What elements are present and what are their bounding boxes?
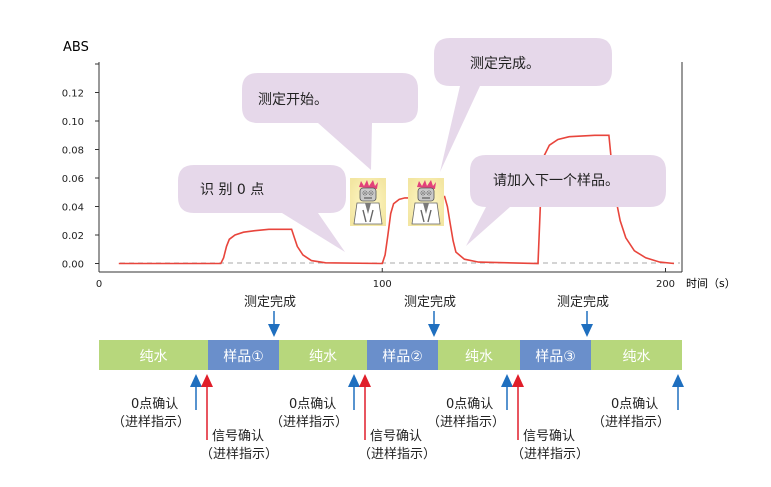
zero-confirm-line2: （进样指示） xyxy=(112,415,190,430)
signal-confirm-line2: （进样指示） xyxy=(200,447,278,462)
signal-confirm-note-1: 信号确认 （进样指示） xyxy=(200,429,278,462)
x-axis-title: 时间（s） xyxy=(686,277,736,290)
zero-confirm-note-2: 0点确认 （进样指示） xyxy=(270,397,348,430)
signal-confirm-arrow-3 xyxy=(512,374,524,440)
y-tick-label: 0.12 xyxy=(62,89,84,100)
bubble-zero: 识 别 0 点 xyxy=(178,165,346,252)
zero-confirm-line1: 0点确认 xyxy=(289,397,336,412)
y-axis-title: ABS xyxy=(63,40,89,55)
y-tick-label: 0.08 xyxy=(62,146,84,157)
timeline-segment-label: 纯水 xyxy=(465,349,493,365)
zero-confirm-line2: （进样指示） xyxy=(427,415,505,430)
up-arrow-icon xyxy=(359,374,371,387)
y-ticks: 0.00 0.02 0.04 0.06 0.08 0.10 0.12 xyxy=(62,63,99,271)
up-arrow-icon xyxy=(512,374,524,387)
zero-confirm-line2: （进样指示） xyxy=(270,415,348,430)
timeline-segment-water xyxy=(438,340,520,370)
bubble-done-text: 测定完成。 xyxy=(470,56,540,72)
character-illustration-2 xyxy=(408,178,444,226)
down-arrow-icon xyxy=(428,324,440,337)
y-tick-label: 0.04 xyxy=(62,203,84,214)
measure-done-label-3: 测定完成 xyxy=(557,295,609,310)
up-arrow-icon xyxy=(348,374,360,387)
zero-confirm-line2: （进样指示） xyxy=(592,415,670,430)
bubble-start: 测定开始。 xyxy=(242,73,418,170)
bubble-next-text: 请加入下一个样品。 xyxy=(493,173,619,189)
zero-confirm-line1: 0点确认 xyxy=(611,397,658,412)
y-tick-label: 0.10 xyxy=(62,117,84,128)
up-arrow-icon xyxy=(501,374,513,387)
measure-done-marker-1: 测定完成 xyxy=(244,295,296,337)
zero-confirm-note-4: 0点确认 （进样指示） xyxy=(592,397,670,430)
up-arrow-icon xyxy=(201,374,213,387)
timeline-segment-label: 样品② xyxy=(382,349,423,365)
up-arrow-icon xyxy=(672,374,684,387)
timeline-bar: 纯水 样品① 纯水 样品② 纯水 样品③ 纯水 xyxy=(99,340,682,370)
signal-confirm-arrow-1 xyxy=(201,374,213,440)
timeline-segment-sample xyxy=(520,340,591,370)
measure-done-label-1: 测定完成 xyxy=(244,295,296,310)
x-tick-label: 200 xyxy=(656,279,675,290)
up-arrow-icon xyxy=(190,374,202,387)
x-tick-label: 100 xyxy=(373,279,392,290)
y-tick-label: 0.00 xyxy=(62,260,84,271)
timeline-segment-sample xyxy=(367,340,438,370)
bubble-zero-text: 识 别 0 点 xyxy=(200,182,264,198)
signal-confirm-line1: 信号确认 xyxy=(212,429,264,444)
timeline-segment-label: 纯水 xyxy=(623,349,651,365)
bubble-start-text: 测定开始。 xyxy=(258,92,328,108)
zero-confirm-arrow-2 xyxy=(348,374,360,410)
bubble-done: 测定完成。 xyxy=(434,38,612,172)
measure-done-marker-2: 测定完成 xyxy=(404,295,456,337)
timeline-segment-label: 样品③ xyxy=(535,349,576,365)
zero-confirm-arrow-4 xyxy=(672,374,684,410)
x-tick-label: 0 xyxy=(96,279,102,290)
character-illustration-1 xyxy=(350,178,386,226)
zero-confirm-line1: 0点确认 xyxy=(131,397,178,412)
timeline-segment-label: 纯水 xyxy=(309,349,337,365)
signal-confirm-line2: （进样指示） xyxy=(358,447,436,462)
zero-confirm-arrow-1 xyxy=(190,374,202,410)
signal-confirm-line1: 信号确认 xyxy=(370,429,422,444)
signal-confirm-line2: （进样指示） xyxy=(511,447,589,462)
down-arrow-icon xyxy=(268,324,280,337)
timeline-segment-water xyxy=(591,340,682,370)
zero-confirm-arrow-3 xyxy=(501,374,513,410)
zero-confirm-note-3: 0点确认 （进样指示） xyxy=(427,397,505,430)
zero-confirm-note-1: 0点确认 （进样指示） xyxy=(112,397,190,430)
timeline-segment-label: 样品① xyxy=(223,349,264,365)
measure-done-label-2: 测定完成 xyxy=(404,295,456,310)
signal-confirm-note-2: 信号确认 （进样指示） xyxy=(358,429,436,462)
timeline-segment-water xyxy=(279,340,367,370)
timeline-segment-label: 纯水 xyxy=(140,349,168,365)
y-tick-label: 0.02 xyxy=(62,231,84,242)
signal-confirm-arrow-2 xyxy=(359,374,371,440)
bubble-next: 请加入下一个样品。 xyxy=(466,155,666,246)
x-ticks: 0 100 200 xyxy=(96,268,675,290)
timeline-segment-water xyxy=(99,340,208,370)
timeline-segment-sample xyxy=(208,340,279,370)
signal-confirm-line1: 信号确认 xyxy=(523,429,575,444)
down-arrow-icon xyxy=(581,324,593,337)
signal-confirm-note-3: 信号确认 （进样指示） xyxy=(511,429,589,462)
zero-confirm-line1: 0点确认 xyxy=(446,397,493,412)
y-tick-label: 0.06 xyxy=(62,174,84,185)
measure-done-marker-3: 测定完成 xyxy=(557,295,609,337)
